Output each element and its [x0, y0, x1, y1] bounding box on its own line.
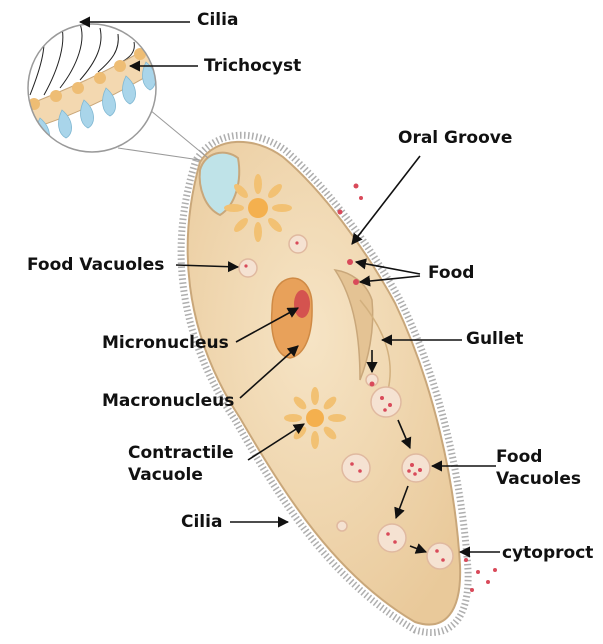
label-cilia-top: Cilia: [197, 9, 238, 31]
label-food: Food: [428, 262, 474, 284]
label-trichocyst: Trichocyst: [204, 55, 301, 77]
label-gullet: Gullet: [466, 328, 523, 350]
micronucleus: [294, 290, 310, 318]
label-contractile-vacuole: Contractile Vacuole: [128, 442, 234, 486]
label-micronucleus: Micronucleus: [102, 332, 229, 354]
label-cilia-bottom: Cilia: [181, 511, 222, 533]
label-macronucleus: Macronucleus: [102, 390, 234, 412]
label-food-vacuoles-left: Food Vacuoles: [27, 254, 164, 276]
zoom-inset: [20, 20, 170, 170]
label-cytoproct: cytoproct: [502, 542, 593, 564]
label-food-vacuoles-right: Food Vacuoles: [496, 446, 581, 490]
label-oral-groove: Oral Groove: [398, 127, 512, 149]
